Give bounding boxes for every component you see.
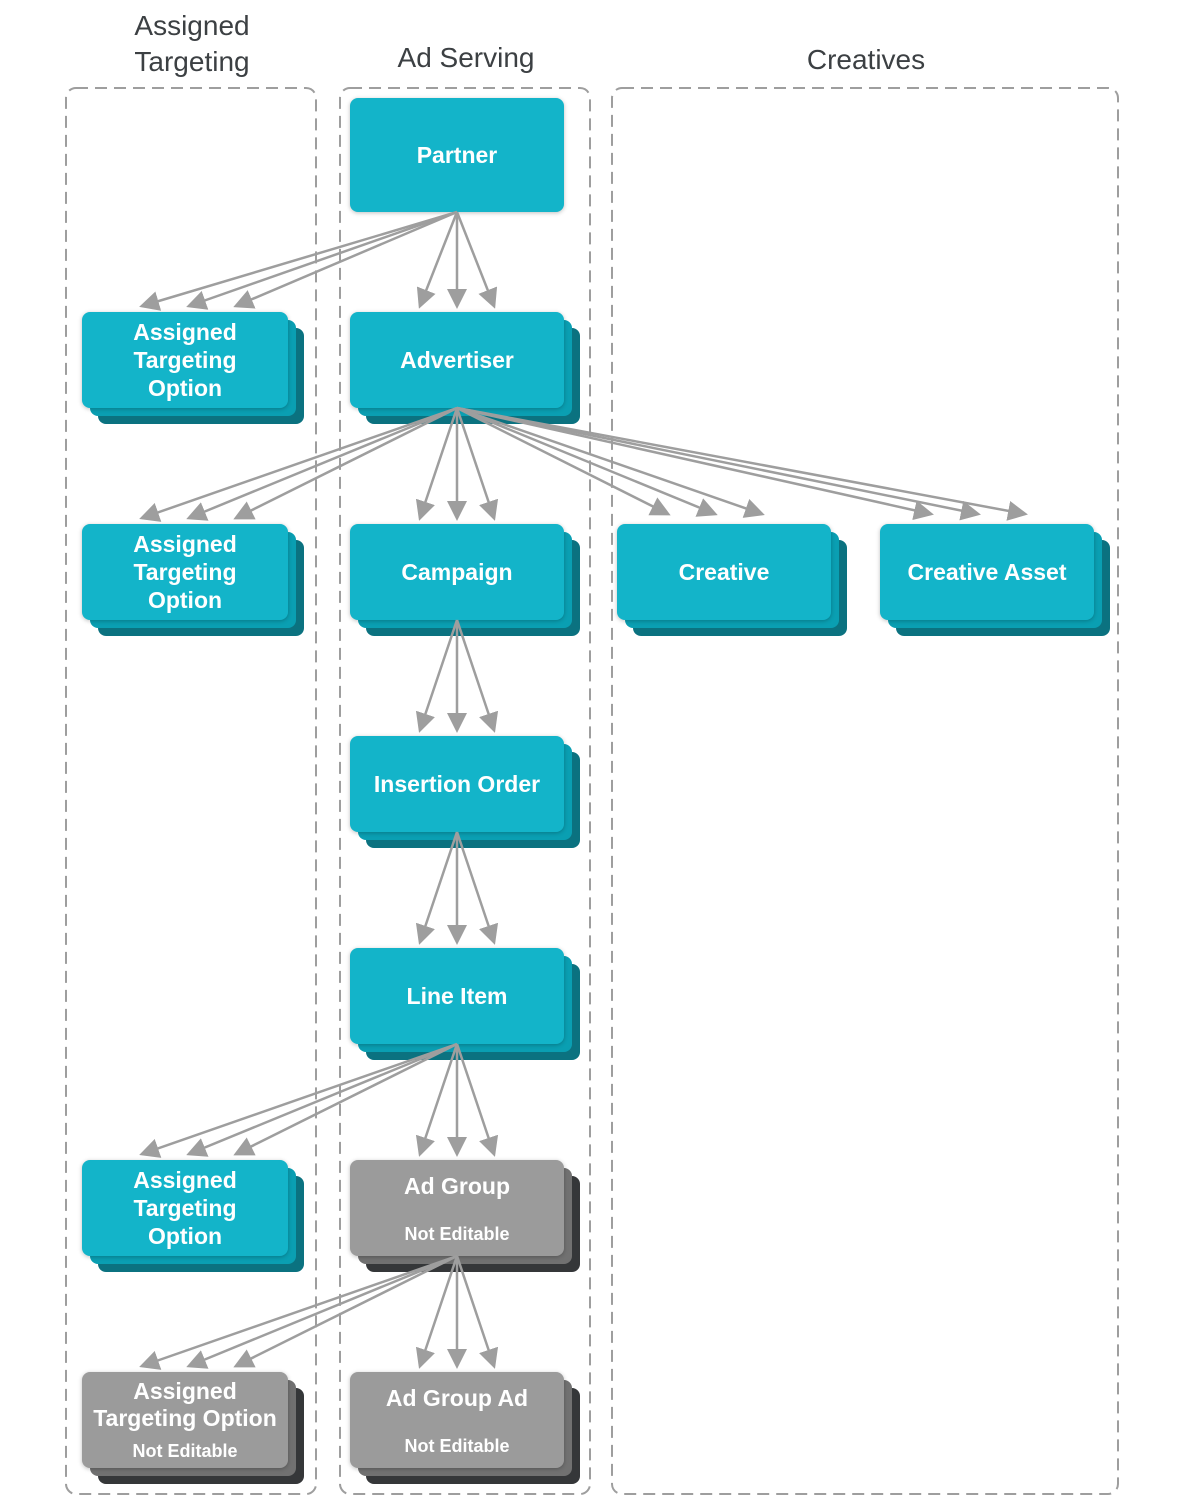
relation-arrow	[139, 1254, 458, 1370]
relation-arrow	[233, 1254, 458, 1368]
node-face: Assigned Targeting Option	[82, 1160, 288, 1256]
node-assigned-targeting-option-advertiser: Assigned Targeting Option	[82, 524, 304, 636]
node-face: Line Item	[350, 948, 564, 1044]
column-title-creatives: Creatives	[806, 44, 926, 75]
node-label: Ad Group	[403, 1172, 511, 1199]
relation-arrow	[455, 407, 499, 521]
node-sublabel-not-editable: Not Editable	[132, 1441, 238, 1461]
relation-arrow	[139, 1042, 458, 1158]
node-advertiser: Advertiser	[350, 312, 580, 424]
node-face: Partner	[350, 98, 564, 212]
relation-arrow	[186, 1254, 458, 1369]
node-face: Creative Asset	[880, 524, 1094, 620]
relation-arrow	[415, 1255, 459, 1369]
node-creative-asset: Creative Asset	[880, 524, 1110, 636]
node-line-item: Line Item	[350, 948, 580, 1060]
relation-arrow	[233, 210, 458, 309]
node-ad-group-ad: Ad Group Ad Not Editable	[350, 1372, 580, 1484]
node-face: Assigned Targeting Option Not Editable	[82, 1372, 288, 1468]
column-title-assigned-targeting: Assigned Targeting	[134, 10, 250, 77]
node-label: Creative	[678, 559, 770, 585]
node-assigned-targeting-option-partner: Assigned Targeting Option	[82, 312, 304, 424]
column-frame-assigned-targeting	[65, 87, 317, 1495]
node-sublabel-not-editable: Not Editable	[404, 1435, 510, 1456]
node-label: Assigned Targeting Option	[93, 1378, 277, 1431]
node-label: Campaign	[401, 559, 513, 585]
column-frame-creatives	[611, 87, 1119, 1495]
relation-arrow	[233, 1042, 458, 1156]
node-insertion-order: Insertion Order	[350, 736, 580, 848]
node-creative: Creative	[617, 524, 847, 636]
relation-arrow	[186, 1042, 458, 1157]
node-sublabel-not-editable: Not Editable	[404, 1223, 510, 1244]
relation-arrow	[233, 406, 458, 520]
relation-arrow	[186, 210, 458, 310]
relation-arrow	[455, 619, 499, 733]
node-face: Insertion Order	[350, 736, 564, 832]
node-campaign: Campaign	[350, 524, 580, 636]
node-label: Partner	[416, 142, 498, 168]
node-face: Advertiser	[350, 312, 564, 408]
node-label: Creative Asset	[907, 559, 1067, 585]
node-label: Assigned Targeting Option	[133, 319, 237, 401]
node-label: Assigned Targeting Option	[133, 1167, 237, 1249]
relation-arrow	[139, 406, 458, 522]
node-assigned-targeting-option-not-editable: Assigned Targeting Option Not Editable	[82, 1372, 304, 1484]
node-face: Ad Group Not Editable	[350, 1160, 564, 1256]
relation-arrow	[415, 619, 459, 733]
node-label: Advertiser	[400, 347, 514, 373]
node-partner: Partner	[350, 98, 564, 212]
node-face: Ad Group Ad Not Editable	[350, 1372, 564, 1468]
node-face: Creative	[617, 524, 831, 620]
node-face: Assigned Targeting Option	[82, 524, 288, 620]
relation-arrow	[455, 1255, 499, 1369]
relation-arrow	[455, 211, 498, 309]
relation-arrow	[415, 831, 459, 945]
node-label: Line Item	[406, 983, 508, 1009]
node-face: Assigned Targeting Option	[82, 312, 288, 408]
node-ad-group: Ad Group Not Editable	[350, 1160, 580, 1272]
relation-arrow	[186, 406, 458, 521]
relation-arrow	[455, 831, 499, 945]
node-face: Campaign	[350, 524, 564, 620]
node-label: Assigned Targeting Option	[133, 531, 237, 613]
node-label: Insertion Order	[373, 771, 541, 797]
relation-arrow	[415, 1043, 459, 1157]
relation-arrow	[455, 1043, 499, 1157]
relation-arrow	[415, 407, 459, 521]
relation-arrow	[139, 210, 458, 311]
node-assigned-targeting-option-line-item: Assigned Targeting Option	[82, 1160, 304, 1272]
node-label: Ad Group Ad	[385, 1384, 529, 1411]
relation-arrow	[416, 211, 459, 309]
column-title-ad-serving: Ad Serving	[397, 42, 535, 73]
